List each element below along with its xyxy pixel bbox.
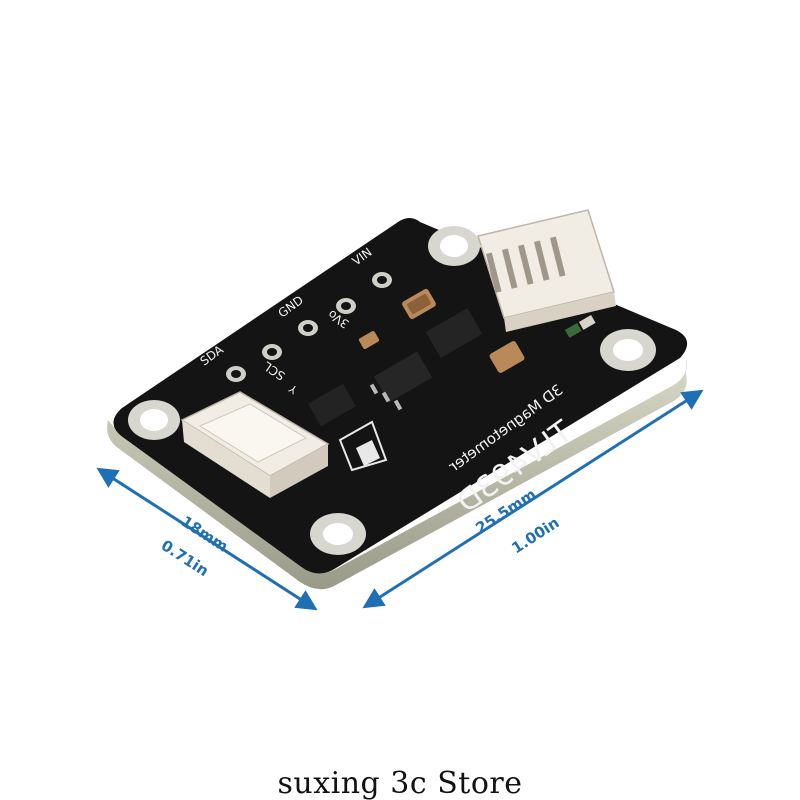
- capacitor-3: [358, 331, 380, 349]
- mounting-hole-bottom: [310, 513, 366, 555]
- jst-connector-left: [180, 391, 330, 498]
- capacitor-1: [402, 288, 436, 320]
- capacitor-2: [489, 341, 525, 373]
- regulator-chip: [425, 308, 483, 358]
- jst-connector-top: [477, 209, 616, 332]
- width-in-label: 1.00in: [508, 513, 562, 557]
- status-led: [564, 315, 596, 338]
- mounting-hole-top: [428, 226, 480, 266]
- dimension-arrow-width: [362, 389, 704, 609]
- sensor-chip: [308, 383, 356, 427]
- pin-pads: [226, 272, 392, 382]
- mounting-hole-left: [128, 400, 180, 440]
- store-caption: suxing 3c Store: [277, 766, 523, 800]
- dimension-arrow-height: [96, 467, 318, 611]
- mounting-hole-right: [600, 329, 656, 371]
